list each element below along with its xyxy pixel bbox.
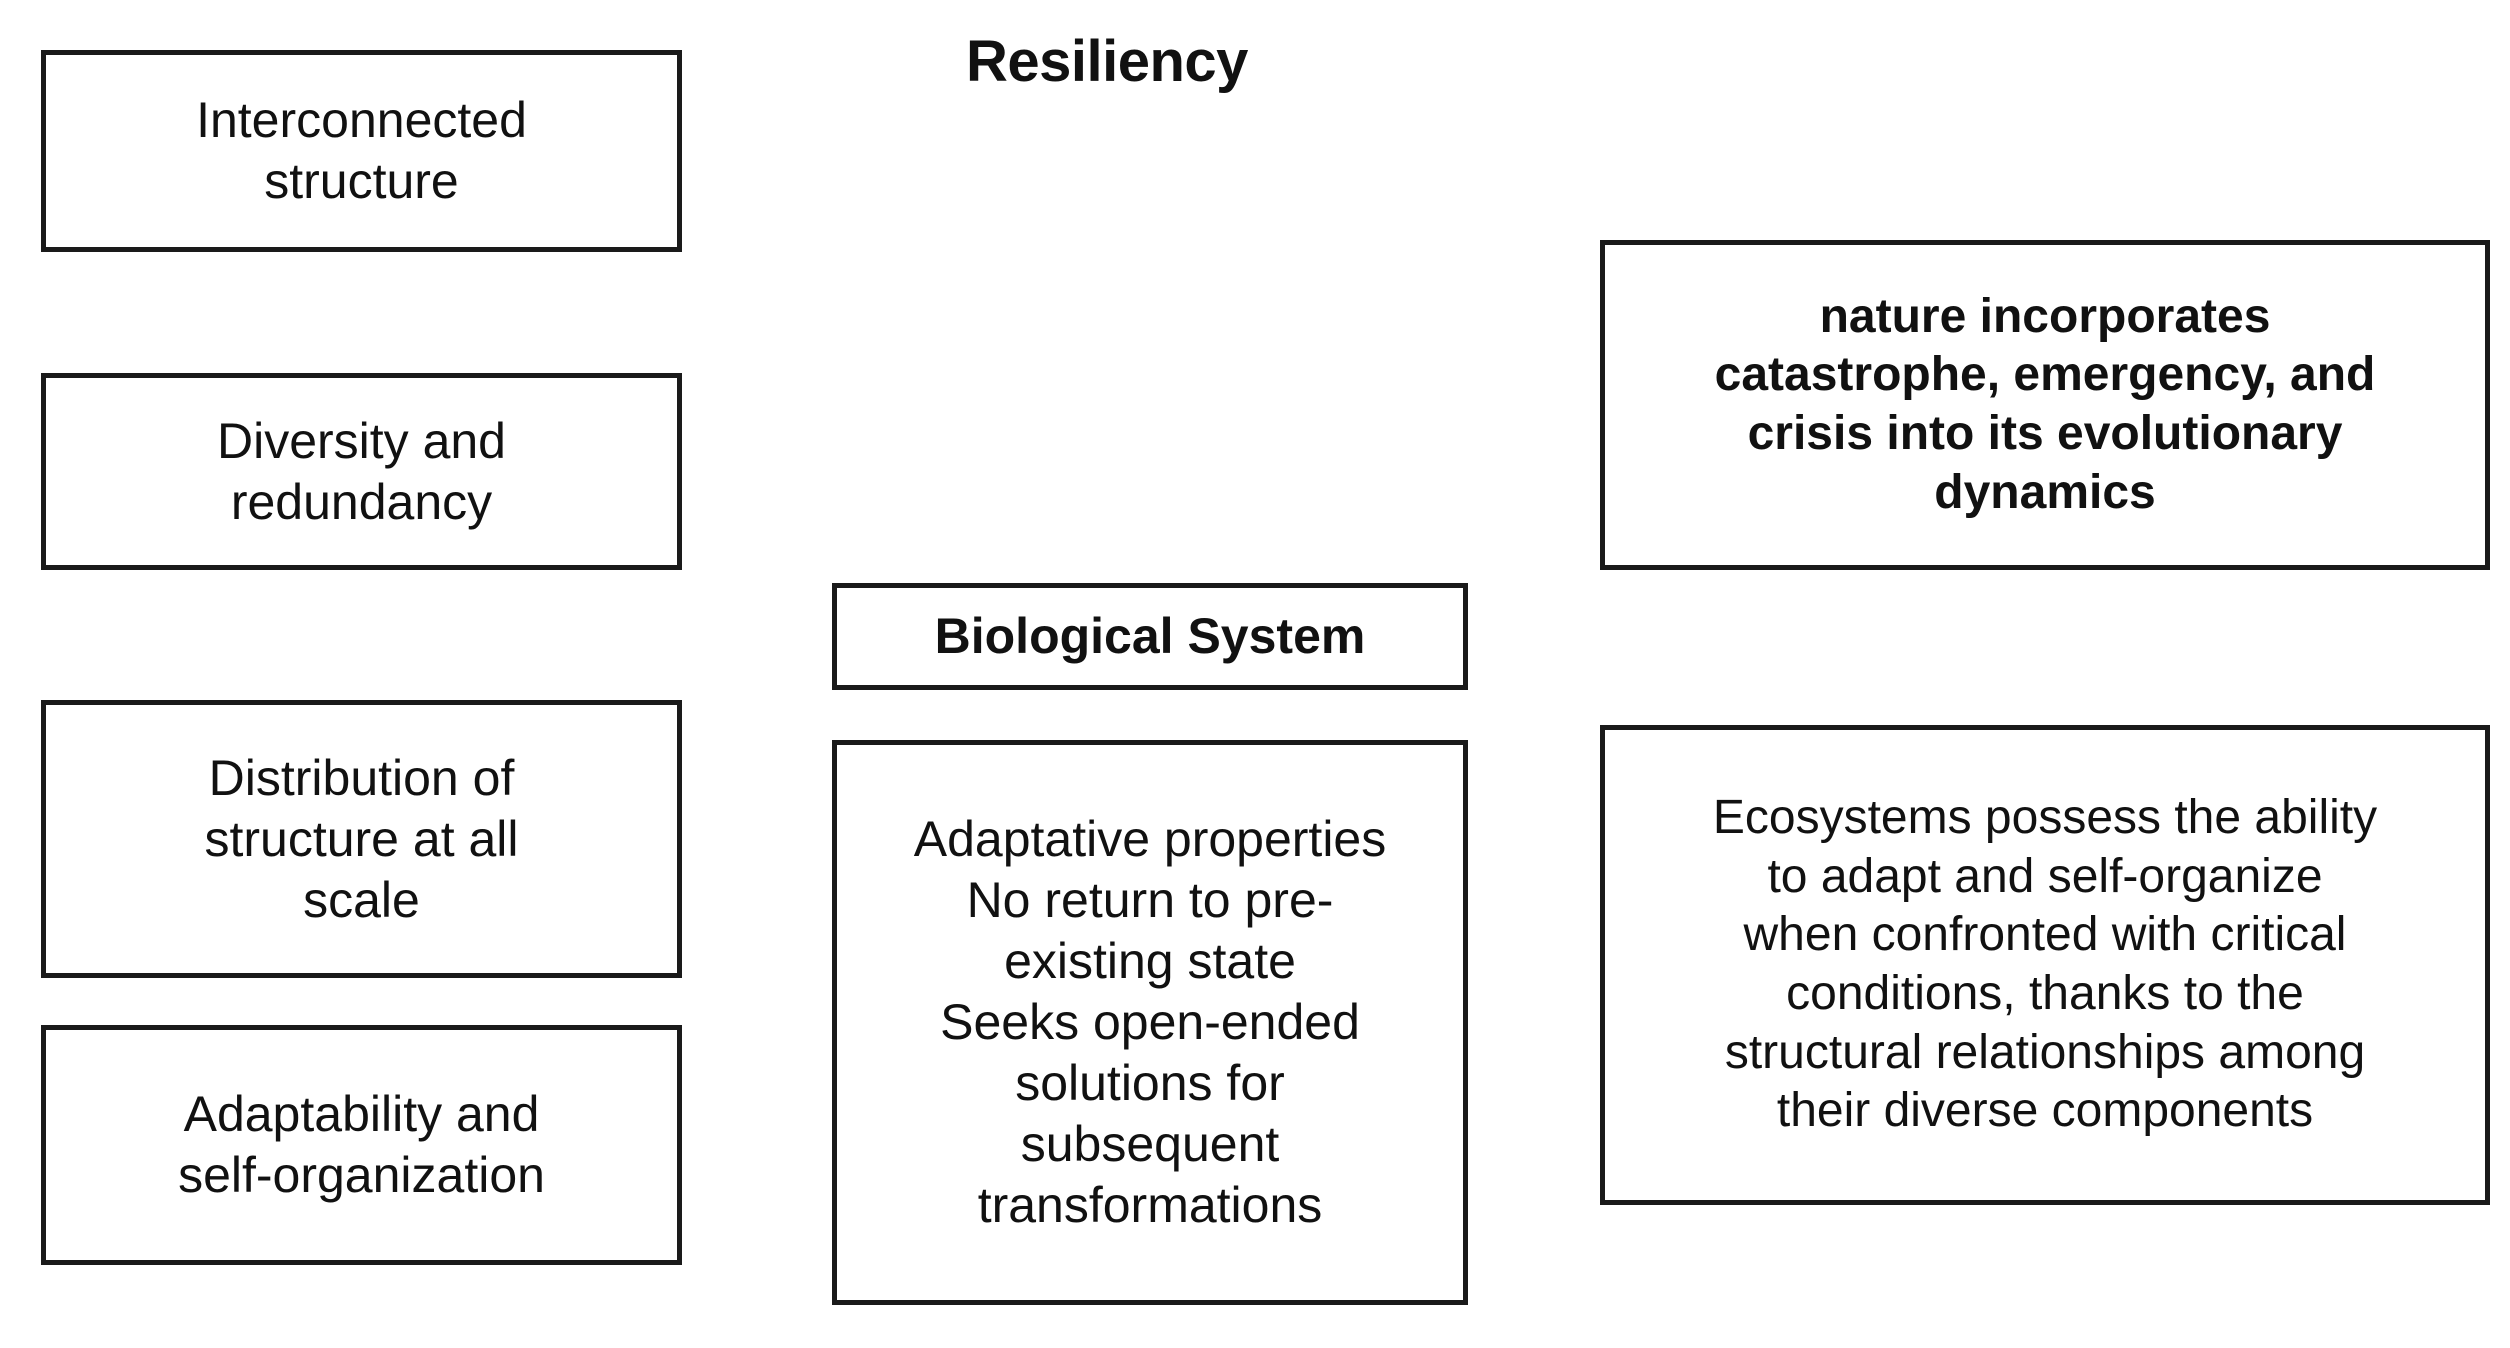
box-nature-incorporates-catastrophe: nature incorporates catastrophe, emergen… — [1600, 240, 2490, 570]
box-distribution-of-structure: Distribution of structure at all scale — [41, 700, 682, 978]
box-biological-system: Biological System — [832, 583, 1468, 690]
box-biological-system-label: Biological System — [934, 608, 1366, 664]
box-interconnected-structure: Interconnected structure — [41, 50, 682, 252]
box-nature-incorporates-catastrophe-label: nature incorporates catastrophe, emergen… — [1714, 289, 2376, 519]
box-diversity-redundancy: Diversity and redundancy — [41, 373, 682, 570]
box-adaptability-self-organization: Adaptability and self-organization — [41, 1025, 682, 1265]
box-ecosystems-possess-ability-label: Ecosystems possess the ability to adapt … — [1712, 791, 2378, 1138]
page-title: Resiliency — [966, 29, 1248, 94]
box-adaptability-self-organization-label: Adaptability and self-organization — [178, 1086, 545, 1203]
box-ecosystems-possess-ability: Ecosystems possess the ability to adapt … — [1600, 725, 2490, 1205]
box-diversity-redundancy-label: Diversity and redundancy — [217, 412, 506, 530]
box-distribution-of-structure-label: Distribution of structure at all scale — [204, 749, 519, 928]
box-adaptive-properties-label: Adaptative properties No return to pre- … — [913, 811, 1387, 1233]
box-interconnected-structure-label: Interconnected structure — [196, 92, 527, 209]
box-adaptive-properties: Adaptative properties No return to pre- … — [832, 740, 1468, 1305]
